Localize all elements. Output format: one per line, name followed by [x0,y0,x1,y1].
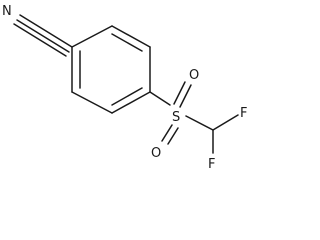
sulfur-label: S [172,110,180,125]
benzene-ring [71,25,151,114]
carbon-fluorine-bonds [212,114,239,154]
sulfonyl-double-bonds [161,81,192,145]
nitrile-triple-bond [13,14,73,57]
sulfur-carbon-bond [185,115,214,131]
fluorine-bottom-label: F [208,157,215,172]
fluorine-top-label: F [240,106,247,121]
chemical-structure: N S O O F F [2,4,247,172]
ring-sulfur-bond [149,91,171,106]
oxygen-top-label: O [189,68,199,83]
oxygen-bottom-label: O [151,146,161,161]
nitrogen-label: N [2,4,12,19]
